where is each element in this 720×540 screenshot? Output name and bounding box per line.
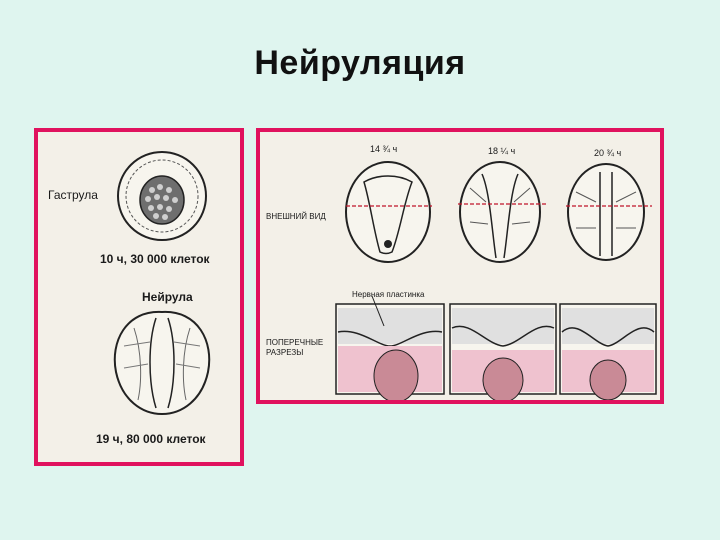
neural-plate-label: Нервная пластинка — [352, 290, 425, 299]
time-label-1: 14 ¾ ч — [370, 144, 398, 154]
right-figure-art — [335, 161, 657, 400]
neurula-drawing — [113, 310, 211, 416]
cross-section-2 — [449, 303, 557, 400]
left-figure-art — [113, 151, 211, 416]
left-figure-panel: Гаструла 10 ч, 30 000 клеток Нейрула 19 … — [34, 128, 244, 466]
external-view-label: ВНЕШНИЙ ВИД — [266, 212, 326, 221]
cross-section-1 — [335, 303, 445, 400]
gastrula-label: Гаструла — [48, 188, 98, 202]
neurula-caption: 19 ч, 80 000 клеток — [96, 432, 206, 446]
time-label-3: 20 ¾ ч — [594, 148, 622, 158]
time-label-2: 18 ¼ ч — [488, 146, 516, 156]
embryo-stage-2 — [458, 161, 546, 263]
cross-section-3 — [559, 303, 657, 400]
background-text-ghost — [42, 144, 46, 159]
gastrula-drawing — [117, 151, 207, 241]
gastrula-caption: 10 ч, 30 000 клеток — [100, 252, 210, 266]
slide-title: Нейруляция — [254, 44, 466, 82]
cross-sections-label: ПОПЕРЕЧНЫЕ РАЗРЕЗЫ — [266, 338, 324, 357]
embryo-stage-1 — [345, 161, 432, 263]
embryo-stage-3 — [566, 163, 652, 261]
right-figure-panel: 14 ¾ ч 18 ¼ ч 20 ¾ ч ВНЕШНИЙ ВИД Нервная… — [256, 128, 664, 404]
neurula-label: Нейрула — [142, 290, 193, 304]
